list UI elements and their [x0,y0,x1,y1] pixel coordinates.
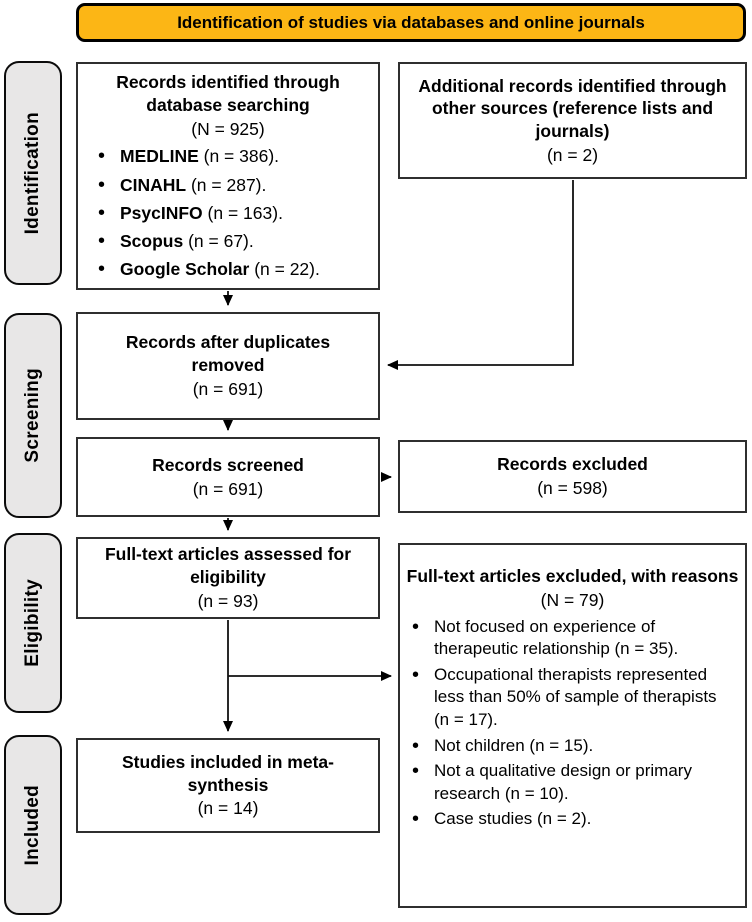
stage-screening-label: Screening [22,368,43,463]
stage-eligibility-label: Eligibility [22,579,43,667]
bullet-item: Not children (n = 15). [408,733,721,759]
bullet-item: Occupational therapists represented less… [408,662,721,732]
box-records-screened-count: (n = 691) [192,478,264,499]
stage-identification-label: Identification [22,111,43,235]
stage-screening: Screening [4,313,62,518]
box-duplicates-removed: Records after duplicates removed (n = 69… [76,312,380,420]
box-database-search-title: Records identified through database sear… [116,72,340,115]
box-fulltext-assessed: Full-text articles assessed for eligibil… [76,537,380,619]
box-other-sources: Additional records identified through ot… [398,62,747,179]
box-fulltext-assessed-title: Full-text articles assessed for eligibil… [104,544,352,588]
stage-identification: Identification [4,61,62,285]
box-included-studies-count: (n = 14) [197,798,259,819]
bullet-item: PsycINFO (n = 163). [94,200,362,227]
stage-included-label: Included [22,784,43,866]
box-fulltext-excluded: Full-text articles excluded, with reason… [398,543,747,908]
box-database-search: Records identified through database sear… [76,62,380,290]
box-duplicates-removed-title: Records after duplicates removed [125,332,331,376]
box-records-excluded-count: (n = 598) [537,478,608,498]
box-duplicates-removed-count: (n = 691) [192,378,264,399]
box-fulltext-excluded-count: (N = 79) [540,589,605,610]
arrow-othersources-to-duplicates [387,180,574,370]
database-list: MEDLINE (n = 386).CINAHL (n = 287).PsycI… [86,143,370,283]
box-included-studies: Studies included in meta-synthesis (n = … [76,738,380,833]
bullet-item: Google Scholar (n = 22). [94,256,362,283]
box-other-sources-title: Additional records identified through ot… [418,75,727,142]
bullet-item: Scopus (n = 67). [94,228,362,255]
box-records-excluded: Records excluded (n = 598) [398,440,747,513]
bullet-item: CINAHL (n = 287). [94,171,362,198]
box-records-screened-title: Records screened [152,454,304,475]
diagram-title: Identification of studies via databases … [177,12,645,32]
box-included-studies-title: Studies included in meta-synthesis [122,751,334,795]
box-database-search-count: (N = 925) [191,118,265,139]
exclusion-reason-list: Not focused on experience of therapeutic… [400,613,745,832]
box-records-screened: Records screened (n = 691) [76,437,380,517]
box-fulltext-excluded-title: Full-text articles excluded, with reason… [406,566,739,586]
stage-included: Included [4,735,62,915]
box-records-excluded-title: Records excluded [497,454,648,475]
title-banner: Identification of studies via databases … [76,3,746,42]
bullet-item: MEDLINE (n = 386). [94,143,362,170]
box-fulltext-assessed-count: (n = 93) [197,590,259,611]
box-other-sources-count: (n = 2) [546,144,599,165]
stage-eligibility: Eligibility [4,533,62,713]
bullet-item: Not a qualitative design or primary rese… [408,758,721,805]
bullet-item: Not focused on experience of therapeutic… [408,613,721,661]
bullet-item: Case studies (n = 2). [408,806,721,832]
